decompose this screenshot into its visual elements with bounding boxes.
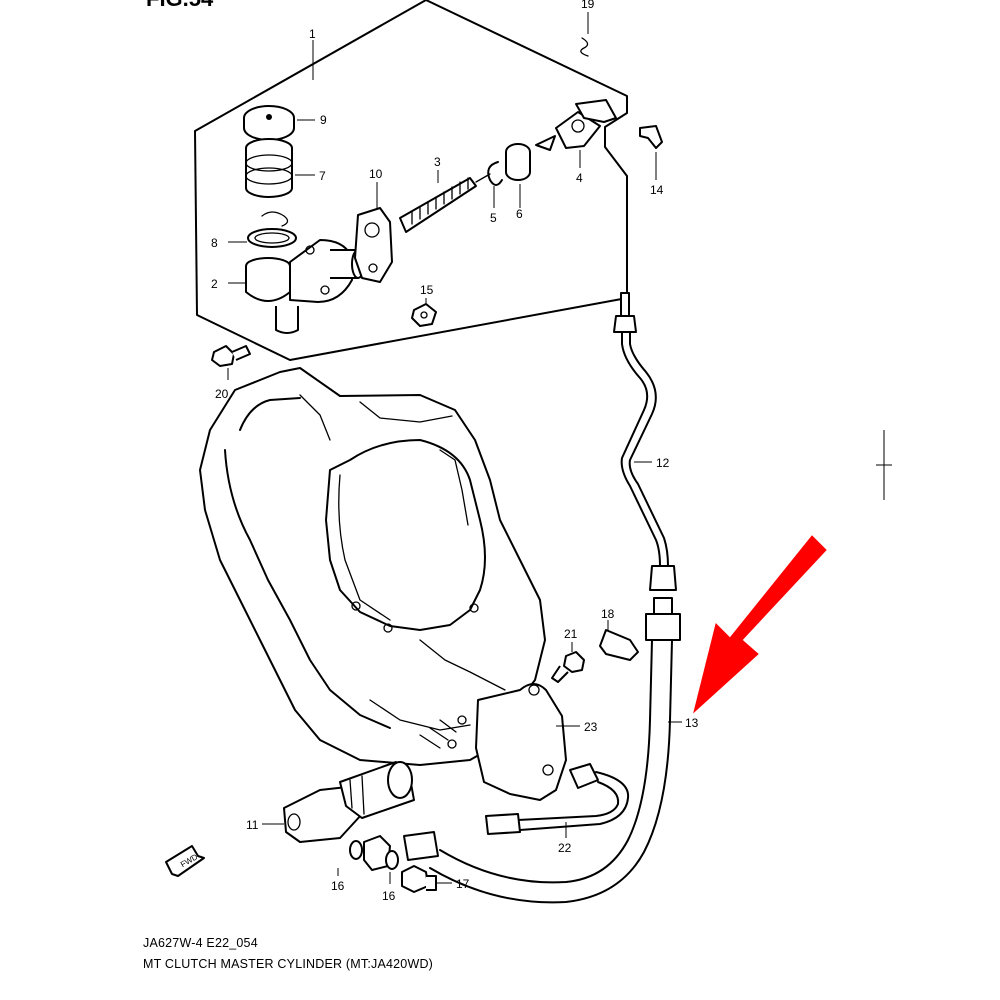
union-bolt[interactable] <box>401 865 452 893</box>
callout-17: 17 <box>456 877 470 891</box>
callout-20: 20 <box>215 387 229 401</box>
callout-labels: 1 2 3 4 5 6 7 8 9 10 11 12 13 14 15 16 1… <box>211 0 699 903</box>
callout-5: 5 <box>490 211 497 225</box>
clip-pin[interactable] <box>580 12 589 57</box>
callout-3: 3 <box>434 155 441 169</box>
figure-description: MT CLUTCH MASTER CYLINDER (MT:JA420WD) <box>143 957 434 971</box>
callout-6: 6 <box>516 207 523 221</box>
callout-10: 10 <box>369 167 383 181</box>
reservoir-cap[interactable] <box>243 105 315 141</box>
pipe-22[interactable] <box>485 763 630 838</box>
clutch-pipe[interactable] <box>613 292 677 591</box>
callout-11: 11 <box>246 818 259 832</box>
push-rod[interactable] <box>399 170 491 233</box>
washer-16a[interactable] <box>337 840 363 876</box>
callout-14: 14 <box>650 183 664 197</box>
callout-12: 12 <box>656 456 670 470</box>
callout-21: 21 <box>564 627 578 641</box>
callout-15: 15 <box>420 283 434 297</box>
bolt-20[interactable] <box>211 345 251 380</box>
figure-code: JA627W-4 E22_054 <box>143 936 258 950</box>
seal-ring[interactable] <box>228 211 297 248</box>
union-connector[interactable] <box>363 831 439 884</box>
edge-tick-marks <box>876 430 892 500</box>
callout-13: 13 <box>685 716 699 730</box>
release-cylinder[interactable] <box>262 761 415 843</box>
callout-1: 1 <box>309 27 316 41</box>
clutch-hose[interactable] <box>429 597 682 904</box>
bolt-21[interactable] <box>551 642 585 683</box>
reservoir[interactable] <box>245 138 315 198</box>
clevis[interactable] <box>535 99 617 168</box>
callout-16a: 16 <box>331 879 345 893</box>
callout-19: 19 <box>581 0 595 11</box>
assembly-boundary <box>194 0 628 361</box>
callout-8: 8 <box>211 236 218 250</box>
callout-4: 4 <box>576 171 583 185</box>
clevis-pin[interactable] <box>639 125 663 180</box>
master-cylinder-body[interactable] <box>228 239 365 334</box>
callout-2: 2 <box>211 277 218 291</box>
highlight-arrow <box>693 535 827 714</box>
callout-9: 9 <box>320 113 327 127</box>
figure-title: FIG.54 <box>146 0 213 12</box>
callout-18: 18 <box>601 607 615 621</box>
callout-16b: 16 <box>382 889 396 903</box>
nut-15[interactable] <box>411 298 437 327</box>
callout-23: 23 <box>584 720 598 734</box>
callout-7: 7 <box>319 169 326 183</box>
callout-22: 22 <box>558 841 572 855</box>
boot[interactable] <box>505 143 531 208</box>
bracket[interactable] <box>475 683 580 801</box>
snap-ring[interactable] <box>487 161 503 208</box>
gasket[interactable] <box>354 182 393 283</box>
fwd-direction-badge: FWD <box>165 845 205 877</box>
clip[interactable] <box>599 620 639 661</box>
